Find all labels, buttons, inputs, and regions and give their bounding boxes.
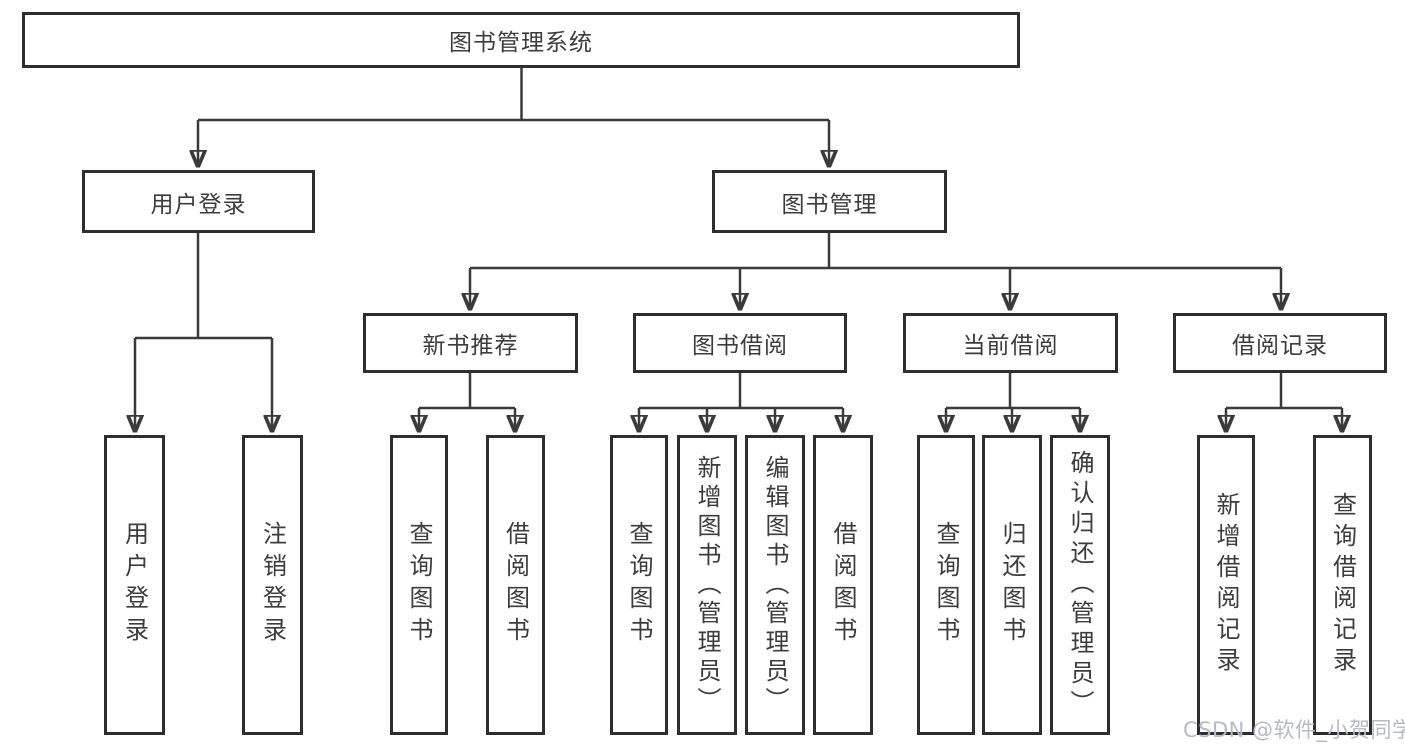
leaf-return-books: 归还图书 xyxy=(982,435,1042,735)
node-book-borrow: 图书借阅 xyxy=(633,313,847,373)
node-book-management: 图书管理 xyxy=(712,170,947,233)
node-label: 用户登录 xyxy=(150,191,247,218)
leaf-label: 新增图书（管理员） xyxy=(693,454,721,716)
node-library-management-system: 图书管理系统 xyxy=(22,12,1020,68)
leaf-label: 确认归还（管理员） xyxy=(1066,450,1094,720)
leaf-borrow-books: 借阅图书 xyxy=(813,435,873,735)
leaf-edit-books-admin: 编辑图书（管理员） xyxy=(745,435,805,735)
leaf-label: 查询图书 xyxy=(625,521,653,649)
node-label: 当前借阅 xyxy=(962,333,1059,359)
leaf-label: 新增借阅记录 xyxy=(1212,492,1240,678)
node-label: 借阅记录 xyxy=(1232,333,1328,359)
node-borrow-records: 借阅记录 xyxy=(1173,313,1387,373)
leaf-label: 注销登录 xyxy=(258,521,287,649)
csdn-watermark: CSDN @软件_小贺同学 xyxy=(1183,718,1405,742)
leaf-recommend-borrow-books: 借阅图书 xyxy=(486,435,545,735)
leaf-label: 借阅图书 xyxy=(829,521,857,649)
node-label: 新书推荐 xyxy=(422,333,519,359)
node-new-book-recommend: 新书推荐 xyxy=(363,313,578,373)
node-label: 图书管理 xyxy=(781,191,878,218)
leaf-user-login: 用户登录 xyxy=(104,435,165,735)
leaf-label: 查询图书 xyxy=(405,521,433,649)
node-label: 图书借阅 xyxy=(692,333,788,359)
node-label: 图书管理系统 xyxy=(449,30,593,56)
leaf-borrow-query-books: 查询图书 xyxy=(610,435,668,735)
node-current-borrow: 当前借阅 xyxy=(903,313,1118,373)
leaf-current-query-books: 查询图书 xyxy=(917,435,975,735)
leaf-query-borrow-record: 查询借阅记录 xyxy=(1313,435,1372,735)
leaf-label: 借阅图书 xyxy=(501,521,530,649)
leaf-label: 用户登录 xyxy=(120,521,149,649)
leaf-confirm-return-admin: 确认归还（管理员） xyxy=(1050,435,1110,735)
leaf-label: 查询图书 xyxy=(932,521,960,649)
node-user-login: 用户登录 xyxy=(82,170,315,233)
leaf-label: 查询借阅记录 xyxy=(1328,492,1357,678)
leaf-add-borrow-record: 新增借阅记录 xyxy=(1197,435,1255,735)
leaf-add-books-admin: 新增图书（管理员） xyxy=(677,435,737,735)
leaf-label: 编辑图书（管理员） xyxy=(761,454,789,716)
leaf-label: 归还图书 xyxy=(998,521,1026,649)
leaf-logout-login: 注销登录 xyxy=(242,435,303,735)
leaf-recommend-query-books: 查询图书 xyxy=(390,435,448,735)
